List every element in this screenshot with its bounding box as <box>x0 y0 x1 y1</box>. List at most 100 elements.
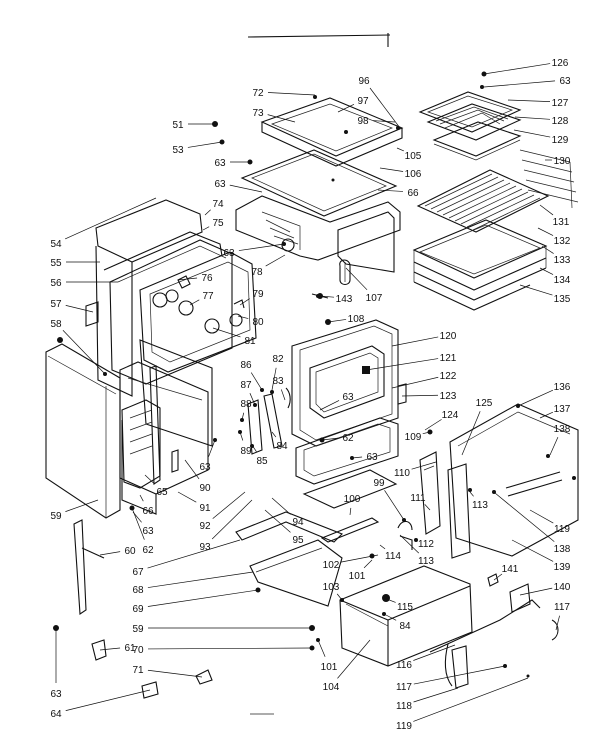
part-label: 94 <box>292 517 304 528</box>
leader-line <box>212 491 246 519</box>
leader-line <box>539 267 554 275</box>
leader-line <box>280 389 286 401</box>
leader-line <box>537 227 554 236</box>
part-label: 101 <box>321 662 338 673</box>
part-label: 143 <box>336 294 353 305</box>
leader-line <box>271 497 291 515</box>
leader-line <box>345 267 368 291</box>
part-label: 74 <box>212 199 224 210</box>
leader-line <box>519 587 553 596</box>
part-label: 115 <box>397 602 413 613</box>
leader-line <box>424 504 431 511</box>
leader-line <box>391 376 439 389</box>
part-label: 68 <box>132 585 144 596</box>
door-hinges <box>397 429 441 550</box>
leader-line <box>211 499 253 540</box>
broiler-pan-assembly <box>418 71 522 161</box>
part-label: 123 <box>440 391 457 402</box>
leader-line <box>251 444 257 452</box>
leader-line <box>271 431 277 438</box>
leader-line <box>65 689 151 711</box>
part-label: 117 <box>396 682 412 693</box>
part-label: 133 <box>554 255 571 266</box>
side-panel-59 <box>45 337 135 519</box>
leader-line <box>212 327 241 338</box>
leader-line <box>369 87 401 129</box>
leader-line <box>317 639 326 657</box>
part-label: 128 <box>552 116 569 127</box>
burner-manifold <box>235 195 401 261</box>
leader-line <box>337 104 355 113</box>
part-label: 100 <box>344 494 361 505</box>
leader-line <box>131 507 145 540</box>
part-label: 56 <box>50 278 62 289</box>
part-label: 85 <box>256 456 268 467</box>
leader-line <box>267 92 316 96</box>
part-label: 122 <box>440 371 457 382</box>
leader-line <box>177 491 197 503</box>
part-label: 102 <box>323 560 340 571</box>
leader-line <box>189 299 200 306</box>
part-label: 63 <box>223 248 235 259</box>
part-label: 92 <box>199 521 211 532</box>
leader-line <box>351 456 363 459</box>
part-label: 57 <box>50 299 62 310</box>
part-label: 103 <box>323 582 340 593</box>
part-label: 104 <box>323 682 340 693</box>
leader-line <box>372 120 396 123</box>
leader-line <box>383 597 396 603</box>
leader-line <box>379 544 386 550</box>
part-label: 107 <box>366 293 383 304</box>
leader-line <box>413 644 456 661</box>
leader-line <box>413 665 506 685</box>
part-label: 134 <box>554 275 571 286</box>
leader-line <box>99 551 121 556</box>
part-label: 138 <box>554 424 571 435</box>
burner-box <box>212 121 398 217</box>
part-label: 111 <box>410 493 426 504</box>
part-label: 130 <box>554 156 571 167</box>
leader-line <box>321 437 339 441</box>
leader-line <box>250 372 263 391</box>
part-label: 63 <box>214 179 226 190</box>
side-plates-130 <box>519 149 579 209</box>
part-label: 113 <box>418 556 434 567</box>
part-label: 62 <box>342 433 354 444</box>
part-label: 63 <box>366 452 378 463</box>
cooktop-frame <box>260 95 404 167</box>
leader-line <box>385 614 397 621</box>
part-label: 79 <box>252 289 264 300</box>
part-label: 139 <box>554 562 571 573</box>
part-label: 61 <box>124 643 136 654</box>
part-label: 70 <box>132 645 144 656</box>
leader-line <box>461 411 481 456</box>
part-label: 55 <box>50 258 62 269</box>
leader-line <box>541 245 554 254</box>
part-label: 95 <box>292 535 304 546</box>
part-label: 78 <box>251 267 263 278</box>
leader-line <box>555 615 560 631</box>
part-label: 73 <box>252 108 264 119</box>
oven-bottom-tray <box>412 219 548 311</box>
leader-line <box>204 209 211 216</box>
leader-line <box>319 295 335 298</box>
leader-line <box>365 358 439 371</box>
back-panels <box>85 199 233 397</box>
lower-right-brackets <box>429 573 559 689</box>
leader-line <box>379 167 404 172</box>
leader-line <box>62 329 106 375</box>
part-label: 87 <box>240 380 252 391</box>
leader-line <box>271 367 277 391</box>
leader-line <box>184 459 200 480</box>
leader-line <box>319 400 340 411</box>
part-label: 80 <box>252 317 264 328</box>
leader-line <box>349 507 352 516</box>
leader-line <box>514 116 551 120</box>
bottom-rails <box>235 469 398 651</box>
leader-line <box>494 492 555 542</box>
part-label: 51 <box>172 120 184 131</box>
leader-line <box>396 147 404 152</box>
leader-line <box>391 336 439 347</box>
